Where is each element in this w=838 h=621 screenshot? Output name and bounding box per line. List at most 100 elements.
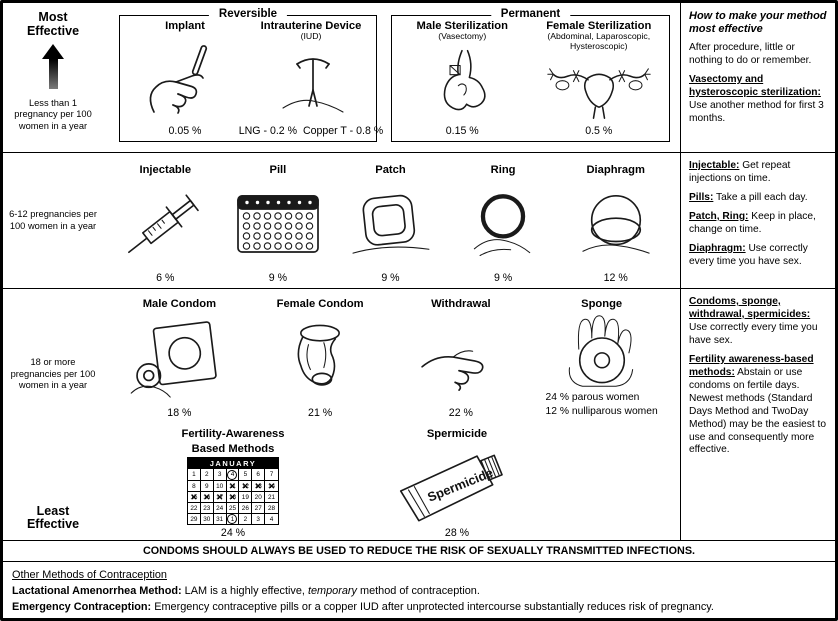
effectiveness-arrow-icon bbox=[42, 43, 64, 89]
calendar-day: 30 bbox=[200, 513, 214, 525]
method-sponge: Sponge 24 % parous women 12 % nulli bbox=[531, 295, 672, 423]
tier2-rate-label: 6-12 pregnancies per 100 women in a year bbox=[9, 208, 97, 231]
ring-icon bbox=[461, 176, 545, 272]
tier3-4-methods: Male Condom bbox=[103, 289, 680, 540]
tier3-4-row: 18 or more pregnancies per 100 women in … bbox=[3, 289, 835, 541]
method-title: Pill bbox=[269, 164, 287, 176]
calendar-day: 15 bbox=[188, 491, 201, 503]
failure-rate: 9 % bbox=[381, 272, 400, 284]
method-subtitle: (Abdominal, Laparoscopic, Hysteroscopic) bbox=[547, 31, 651, 51]
method-implant: Implant 0.05 % bbox=[122, 17, 248, 141]
ec-lead: Emergency Contraception: bbox=[12, 601, 152, 614]
method-withdrawal: Withdrawal 22 % bbox=[391, 295, 532, 423]
female-condom-icon bbox=[274, 310, 366, 407]
calendar-day: 24 bbox=[213, 502, 227, 514]
other-methods-title: Other Methods of Contraception bbox=[12, 569, 167, 581]
failure-rate: 6 % bbox=[156, 272, 175, 284]
method-subtitle: (IUD) bbox=[300, 31, 322, 42]
calendar-day: 2 bbox=[239, 513, 253, 525]
vasectomy-note: Vasectomy and hysteroscopic sterilizatio… bbox=[689, 74, 827, 126]
note-text: Abstain or use condoms on fertile days. … bbox=[689, 366, 827, 456]
method-title: Intrauterine Device bbox=[260, 20, 362, 32]
permanent-group: Permanent Male Sterilization (Vasectomy)… bbox=[391, 8, 670, 142]
method-title: Sponge bbox=[581, 298, 623, 310]
method-title: Withdrawal bbox=[431, 298, 491, 310]
calendar-day: 14 bbox=[265, 480, 278, 491]
sidebar-tier1: Most Effective Less than 1 pregnancy per… bbox=[3, 3, 103, 152]
note-lead: Vasectomy and hysteroscopic sterilizatio… bbox=[689, 73, 821, 98]
method-female-condom: Female Condom 21 % bbox=[250, 295, 391, 423]
note-lead: Diaphragm: bbox=[689, 242, 746, 254]
lam-line: Lactational Amenorrhea Method: LAM is a … bbox=[12, 583, 826, 599]
implant-icon bbox=[142, 32, 228, 125]
calendar-day: 31 bbox=[213, 513, 227, 525]
method-title: Male Sterilization bbox=[416, 20, 508, 32]
calendar-day: 16 bbox=[200, 491, 214, 503]
method-diaphragm: Diaphragm 12 % bbox=[559, 161, 672, 288]
method-title-line2: Based Methods bbox=[191, 443, 275, 456]
method-title: Diaphragm bbox=[586, 164, 645, 176]
tier3-4-stack: Male Condom bbox=[103, 289, 680, 540]
calendar-month-label: JANUARY bbox=[188, 458, 278, 470]
calendar-day: 7 bbox=[269, 471, 274, 479]
failure-rate: 0.5 % bbox=[585, 125, 613, 137]
calendar-day: 4 bbox=[265, 513, 278, 524]
failure-rate: 28 % bbox=[444, 527, 470, 540]
female-sterilization-icon bbox=[535, 51, 663, 125]
tier3-rate-label: 18 or more pregnancies per 100 women in … bbox=[10, 357, 96, 391]
failure-rate: 24 % bbox=[220, 527, 246, 540]
note-text: Use another method for first 3 months. bbox=[689, 99, 824, 124]
method-pill: Pill bbox=[222, 161, 335, 288]
failure-rate: 0.05 % bbox=[168, 125, 202, 137]
note-text: After procedure, little or nothing to do… bbox=[689, 41, 812, 66]
lam-text1: LAM is a highly effective, bbox=[181, 585, 308, 598]
calendar-day: 6 bbox=[252, 469, 266, 481]
lam-italic: temporary bbox=[307, 585, 357, 598]
pills-note: Pills: Take a pill each day. bbox=[689, 192, 827, 205]
other-methods-footer: Other Methods of Contraception Lactation… bbox=[3, 562, 835, 618]
calendar-day: 9 bbox=[200, 480, 214, 492]
method-ring: Ring 9 % bbox=[447, 161, 560, 288]
calendar-day: 22 bbox=[188, 502, 201, 514]
calendar-day: 27 bbox=[252, 502, 266, 514]
patch-icon bbox=[347, 176, 433, 272]
injectable-note: Injectable: Get repeat injections on tim… bbox=[689, 160, 827, 186]
injectable-icon bbox=[119, 176, 211, 272]
note-text: Get repeat injections on time. bbox=[689, 160, 791, 184]
calendar-day: 8 bbox=[188, 480, 201, 492]
lam-lead: Lactational Amenorrhea Method: bbox=[12, 585, 182, 598]
method-injectable: Injectable bbox=[109, 161, 222, 288]
note-text: Take a pill each day. bbox=[713, 191, 808, 203]
failure-rate: LNG - 0.2 % Copper T - 0.8 % bbox=[238, 125, 384, 137]
reversible-group-label: Reversible bbox=[208, 8, 288, 20]
fab-calendar-grid: 1234567891011121314151617181920212223242… bbox=[188, 469, 278, 525]
calendar-day: 23 bbox=[200, 502, 214, 514]
after-procedure-note: After procedure, little or nothing to do… bbox=[689, 42, 827, 68]
method-title-line1: Fertility-Awareness bbox=[181, 428, 285, 440]
method-title: Female Condom bbox=[276, 298, 364, 310]
condoms-note: Condoms, sponge, withdrawal, spermicides… bbox=[689, 296, 827, 348]
calendar-day: 4 bbox=[227, 469, 240, 481]
patch-ring-note: Patch, Ring: Keep in place, change on ti… bbox=[689, 211, 827, 237]
nulliparous-rate: 12 % nulliparous women bbox=[545, 406, 658, 418]
note-text: Use correctly every time you have sex. bbox=[689, 242, 808, 267]
note-lead: Fertility awareness-based methods: bbox=[689, 353, 814, 378]
method-title: Patch bbox=[375, 164, 406, 176]
most-effective-label: Most Effective bbox=[26, 10, 80, 38]
calendar-day: 26 bbox=[239, 502, 253, 514]
failure-rate: 18 % bbox=[167, 407, 192, 419]
spermicide-tube-icon: Spermicide bbox=[382, 440, 532, 527]
calendar-day: 25 bbox=[226, 502, 240, 514]
note-lead: Pills: bbox=[689, 191, 714, 203]
method-title: Female Sterilization bbox=[546, 20, 652, 32]
note-lead: Condoms, sponge, withdrawal, spermicides… bbox=[689, 296, 811, 320]
calendar-day: 11 bbox=[226, 480, 240, 492]
diaphragm-note: Diaphragm: Use correctly every time you … bbox=[689, 243, 827, 269]
failure-rate: 22 % bbox=[448, 407, 473, 419]
failure-rate-sponge: 24 % parous women 12 % nulliparous women bbox=[546, 391, 658, 419]
calendar-day: 29 bbox=[188, 513, 201, 525]
pill-pack-icon bbox=[234, 176, 322, 272]
method-title: Implant bbox=[165, 20, 205, 32]
calendar-day: 17 bbox=[213, 491, 227, 503]
method-fertility-awareness: Fertility-Awareness Based Methods JANUAR… bbox=[143, 425, 323, 543]
